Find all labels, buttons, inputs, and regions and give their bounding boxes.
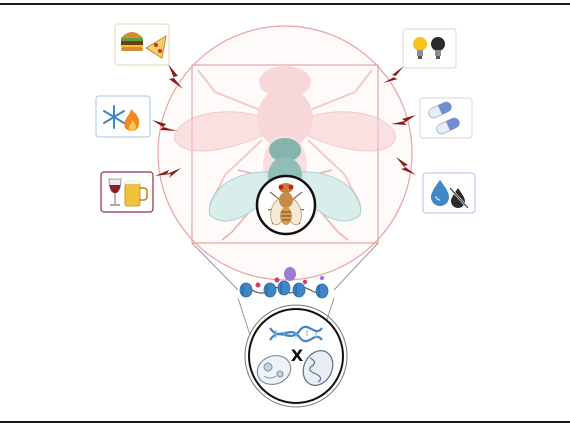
light-bulb-on-icon [413, 37, 427, 59]
lightning-bolts [152, 64, 416, 178]
burger-icon [121, 32, 143, 51]
chromatin-strand [239, 267, 329, 299]
capsule-icon [428, 101, 452, 119]
light-bulb-off-icon [431, 37, 445, 59]
beer-mug-icon [123, 180, 148, 207]
lightning-bolt-icon [152, 120, 177, 131]
pizza-slice-icon [145, 35, 167, 59]
top-border [0, 3, 570, 5]
factor-alcohol [100, 171, 154, 213]
factor-diet [114, 23, 170, 66]
lightning-bolt-icon [391, 115, 416, 125]
snowflake-icon [103, 105, 125, 129]
lightning-bolt-icon [168, 64, 183, 89]
lightning-bolt-icon [396, 157, 416, 175]
nucleosome-icon [239, 280, 329, 299]
cross-symbol: X [291, 346, 304, 365]
mitochondrion-icon [302, 350, 334, 386]
factor-temperature [95, 95, 151, 138]
nucleus-cell-icon [256, 355, 292, 385]
factor-drugs [419, 97, 473, 139]
dna-helix-icon [269, 325, 323, 343]
lightning-bolt-icon [383, 66, 404, 83]
wine-glass-icon [108, 178, 122, 206]
vitruvian-square [191, 64, 379, 244]
water-drop-icon [431, 180, 449, 206]
factor-water-deprivation [422, 172, 476, 214]
fly-closeup [267, 183, 305, 226]
fly-teal [208, 138, 362, 241]
bottom-border [0, 421, 570, 423]
capsule-icon [436, 117, 460, 135]
factor-light [402, 28, 457, 69]
flame-icon [124, 109, 140, 131]
no-water-drop-icon [449, 187, 469, 209]
